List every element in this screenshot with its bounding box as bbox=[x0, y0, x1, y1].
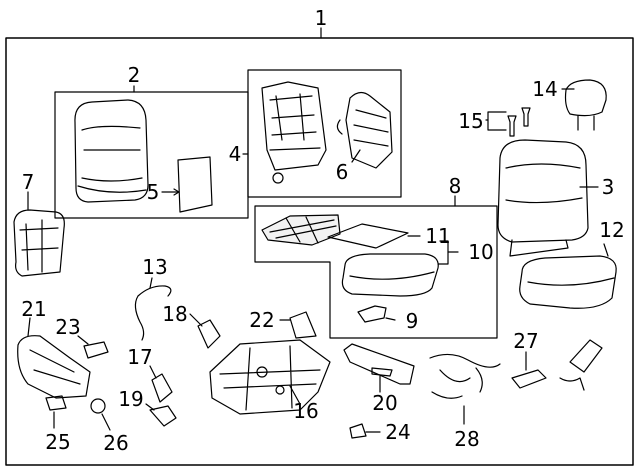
arrow-5 bbox=[173, 188, 180, 196]
knob-26-shape bbox=[90, 398, 106, 414]
bracket-22-shape bbox=[289, 311, 317, 339]
callout-4: 4 bbox=[229, 142, 242, 166]
callout-6: 6 bbox=[336, 160, 349, 184]
leader-19 bbox=[145, 403, 155, 411]
callout-3: 3 bbox=[602, 175, 615, 199]
callout-20: 20 bbox=[372, 391, 397, 415]
bracket-18-shape bbox=[197, 319, 221, 349]
knob-25-shape bbox=[45, 395, 67, 411]
box-4 bbox=[247, 69, 402, 198]
trim-20-shape bbox=[343, 343, 415, 385]
callout-13: 13 bbox=[142, 255, 167, 279]
callout-5: 5 bbox=[147, 180, 160, 204]
callout-9: 9 bbox=[406, 309, 419, 333]
callout-27: 27 bbox=[513, 329, 538, 353]
heater-mat-shape bbox=[261, 214, 341, 246]
bracket-19-shape bbox=[149, 405, 177, 427]
callout-28: 28 bbox=[454, 427, 479, 451]
callout-10: 10 bbox=[468, 240, 493, 264]
seatback-assembly-3-shape bbox=[497, 139, 589, 257]
callout-17: 17 bbox=[127, 345, 152, 369]
leader-16 bbox=[289, 385, 301, 405]
callout-16: 16 bbox=[293, 399, 318, 423]
leader-13 bbox=[149, 277, 153, 289]
seat-cushion-12-shape bbox=[519, 255, 617, 309]
box-8 bbox=[254, 205, 498, 339]
callout-24: 24 bbox=[385, 420, 410, 444]
leader-12 bbox=[603, 243, 609, 257]
seatbelt-buckle-shape bbox=[559, 339, 603, 391]
seatback-cover-shape bbox=[74, 99, 149, 203]
callout-7: 7 bbox=[22, 170, 35, 194]
leader-17 bbox=[149, 365, 157, 379]
bracket-15 bbox=[487, 111, 507, 131]
callout-26: 26 bbox=[103, 431, 128, 455]
trim-9-shape bbox=[357, 305, 387, 323]
outer-frame bbox=[5, 37, 634, 466]
callout-19: 19 bbox=[118, 387, 143, 411]
callout-23: 23 bbox=[55, 315, 80, 339]
leader-18 bbox=[189, 313, 203, 327]
callout-2: 2 bbox=[128, 63, 141, 87]
callout-14: 14 bbox=[532, 77, 557, 101]
callout-22: 22 bbox=[249, 308, 274, 332]
harness-13-shape bbox=[134, 285, 172, 341]
callout-15: 15 bbox=[458, 109, 483, 133]
leader-6 bbox=[351, 149, 361, 163]
sensor-11-shape bbox=[327, 223, 409, 249]
callout-11: 11 bbox=[425, 224, 450, 248]
lumbar-support-shape bbox=[336, 91, 393, 169]
headrest-guides-shape bbox=[507, 107, 531, 137]
leader-21 bbox=[27, 317, 31, 337]
callout-25: 25 bbox=[45, 430, 70, 454]
module-27-shape bbox=[511, 369, 547, 389]
switch-23-shape bbox=[83, 341, 109, 359]
leader-26 bbox=[101, 413, 111, 431]
callout-21: 21 bbox=[21, 297, 46, 321]
pad-5-shape bbox=[177, 156, 213, 213]
leader-23 bbox=[77, 335, 89, 345]
seat-adjuster-16-shape bbox=[209, 339, 331, 415]
callout-18: 18 bbox=[162, 302, 187, 326]
seat-cushion-cover-shape bbox=[341, 253, 439, 297]
callout-12: 12 bbox=[599, 218, 624, 242]
headrest-shape bbox=[564, 79, 607, 131]
part-24-shape bbox=[349, 423, 367, 439]
back-panel-7-shape bbox=[13, 209, 65, 277]
side-shield-21-shape bbox=[17, 335, 91, 399]
bracket-17-shape bbox=[151, 373, 173, 403]
seatback-frame-shape bbox=[261, 81, 327, 184]
callout-1: 1 bbox=[315, 6, 328, 30]
harness-28-shape bbox=[429, 353, 501, 399]
callout-8: 8 bbox=[449, 174, 462, 198]
leader-9 bbox=[385, 317, 396, 321]
